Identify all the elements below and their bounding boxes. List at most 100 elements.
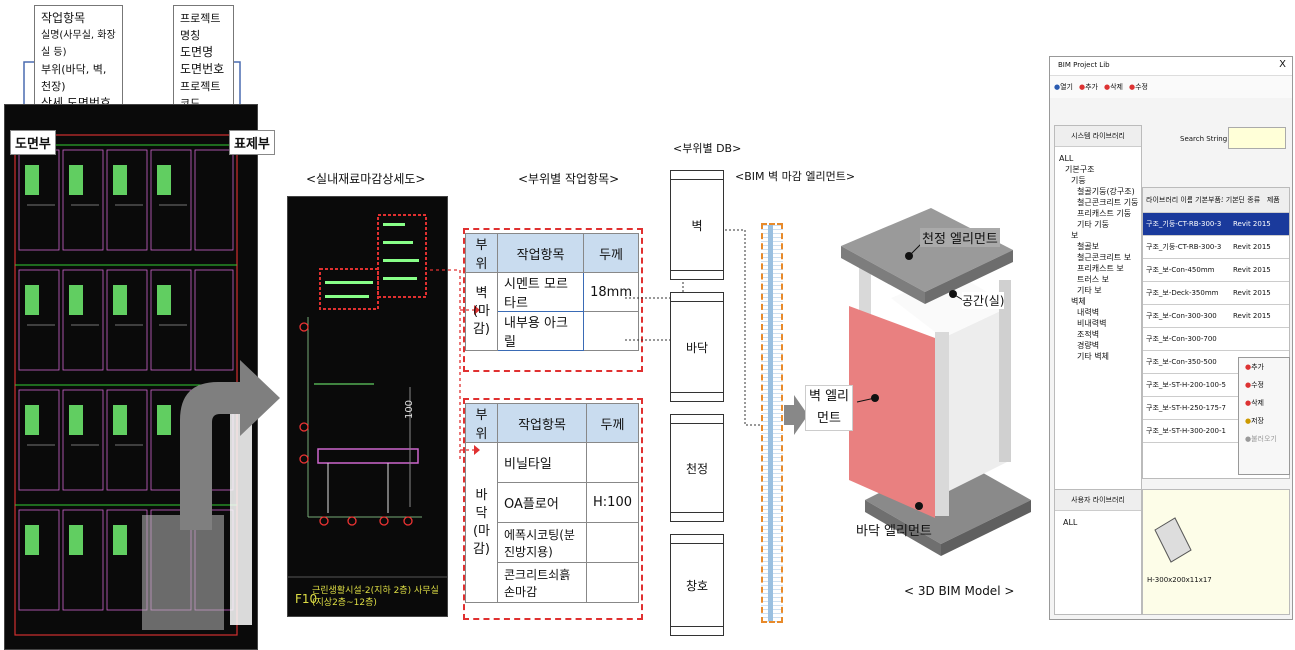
wall-table-item: 내부용 아크릴	[498, 312, 584, 351]
tree-node[interactable]: 보	[1059, 230, 1141, 241]
beam-preview-icon	[1147, 510, 1207, 570]
user-library-header: 사용자 라이브러리	[1055, 490, 1141, 511]
tree-node[interactable]: 조적벽	[1059, 329, 1141, 340]
grid-cell: Revit 2015	[1230, 312, 1273, 320]
grid-col-name[interactable]: 라이브러리 이름	[1143, 195, 1192, 205]
tree-node[interactable]: 기타 벽체	[1059, 351, 1141, 362]
app-window: BIM Project Lib X ●열기 ●추가 ●삭제 ●수정 시스템 라이…	[1049, 56, 1293, 620]
menu-label: 삭제	[1251, 399, 1264, 407]
floor-table-thickness: H:100	[587, 483, 639, 523]
grid-cell: 구조_보-Con-350-500	[1143, 357, 1230, 367]
menu-item-load[interactable]: ●불러오기	[1239, 434, 1289, 452]
search-input[interactable]	[1228, 127, 1286, 149]
tree-node[interactable]: 기타 보	[1059, 285, 1141, 296]
tree-node[interactable]: 비내력벽	[1059, 318, 1141, 329]
grid-cell: Revit 2015	[1230, 266, 1273, 274]
tree-node[interactable]: ALL	[1055, 511, 1141, 528]
floor-table-thickness	[587, 563, 639, 603]
system-library-panel: 시스템 라이브러리 ALL 기본구조 기둥 철골기둥(강구조) 철근콘크리트 기…	[1054, 125, 1142, 545]
app-toolbar: ●열기 ●추가 ●삭제 ●수정	[1050, 76, 1292, 98]
floor-table-header: 작업항목	[498, 404, 587, 443]
wall-table-header: 부위	[466, 234, 498, 273]
grid-header: 라이브러리 이름 기본부품코드 기본단가 종류 제품	[1143, 188, 1289, 213]
grid-col-product[interactable]: 제품	[1264, 195, 1289, 205]
preview-panel: H-300x200x11x17	[1142, 489, 1290, 615]
toolbar-edit[interactable]: ●수정	[1129, 82, 1148, 92]
grid-cell: 구조_보-Deck-350mm	[1143, 288, 1230, 298]
tree-node[interactable]: 내력벽	[1059, 307, 1141, 318]
tree-node[interactable]: 철골보	[1059, 241, 1141, 252]
toolbar-label: 추가	[1085, 83, 1098, 91]
toolbar-label: 열기	[1060, 83, 1073, 91]
grid-cell: Revit 2015	[1230, 243, 1273, 251]
tree-node[interactable]: 기타 기둥	[1059, 219, 1141, 230]
drawing-area-label: 도면부	[10, 130, 56, 155]
toolbar-add[interactable]: ●추가	[1079, 82, 1098, 92]
db-box-floor: 바닥	[670, 292, 724, 402]
model-label-floor: 바닥 엘리먼트	[856, 520, 932, 539]
detail-footer-title: 근린생활시설-2(지하 2층) 사무실(지상2층~12층)	[312, 585, 444, 609]
model-label-ceiling: 천정 엘리먼트	[920, 228, 1000, 247]
floor-table-header: 부위	[466, 404, 498, 443]
flow-arrow-big	[160, 360, 290, 530]
bim-wall-element	[761, 223, 783, 623]
db-box-ceiling: 천정	[670, 414, 724, 522]
tree-node[interactable]: 트러스 보	[1059, 274, 1141, 285]
grid-cell: Revit 2015	[1230, 289, 1273, 297]
app-title: BIM Project Lib	[1058, 61, 1110, 69]
tree-node[interactable]: 프리캐스트 보	[1059, 263, 1141, 274]
wall-table-part: 벽 (마감)	[466, 273, 498, 351]
floor-table-thickness	[587, 443, 639, 483]
tree-node[interactable]: 기둥	[1059, 175, 1141, 186]
table-row[interactable]: 구조_보-Con-300-700	[1143, 328, 1289, 351]
app-titlebar: BIM Project Lib X	[1050, 57, 1292, 76]
bim-element-caption: <BIM 벽 마감 엘리먼트>	[735, 168, 855, 184]
wall-table-header: 작업항목	[498, 234, 584, 273]
model-label-space: 공간(실)	[962, 292, 1004, 309]
grid-col-code[interactable]: 기본부품코드	[1192, 195, 1223, 205]
grid-cell: 구조_기둥-CT-RB-300-3	[1143, 219, 1230, 229]
floor-table-item: 에폭시코팅(분진방지용)	[498, 523, 587, 563]
menu-item-add[interactable]: ●추가	[1239, 362, 1289, 380]
close-button[interactable]: X	[1279, 59, 1286, 70]
floor-table-part: 바닥 (마감)	[466, 443, 498, 603]
tree-node[interactable]: 철골기둥(강구조)	[1059, 186, 1141, 197]
grid-cell: 구조_보-ST-H-250-175-7	[1143, 403, 1230, 413]
title-block-label: 표제부	[229, 130, 275, 155]
grid-col-type[interactable]: 종류	[1244, 195, 1264, 205]
search-label: Search String :	[1180, 135, 1232, 143]
toolbar-label: 수정	[1135, 83, 1148, 91]
tree-node[interactable]: ALL	[1059, 153, 1141, 164]
floor-table-item: 비닐타일	[498, 443, 587, 483]
grid-cell: 구조_기둥-CT-RB-300-3	[1143, 242, 1230, 252]
db-box-window: 창호	[670, 534, 724, 636]
menu-label: 수정	[1251, 381, 1264, 389]
model-caption: < 3D BIM Model >	[904, 584, 1014, 598]
grid-col-price[interactable]: 기본단가	[1223, 195, 1244, 205]
tree-node[interactable]: 벽체	[1059, 296, 1141, 307]
grid-cell: 구조_보-ST-H-200-100-5	[1143, 380, 1230, 390]
db-box-wall: 벽	[670, 170, 724, 280]
toolbar-open[interactable]: ●열기	[1054, 82, 1073, 92]
tree-node[interactable]: 철근콘크리트 보	[1059, 252, 1141, 263]
menu-item-save[interactable]: ●저장	[1239, 416, 1289, 434]
grid-cell: 구조_보-Con-300-300	[1143, 311, 1230, 321]
model-label-wall: 벽 엘리먼트	[805, 385, 853, 431]
items-caption: <부위별 작업항목>	[518, 170, 619, 187]
tree-node[interactable]: 철근콘크리트 기둥	[1059, 197, 1141, 208]
tree-node[interactable]: 경량벽	[1059, 340, 1141, 351]
toolbar-delete[interactable]: ●삭제	[1104, 82, 1123, 92]
menu-item-edit[interactable]: ●수정	[1239, 380, 1289, 398]
grid-cell: 구조_보-Con-450mm	[1143, 265, 1230, 275]
library-tree: ALL 기본구조 기둥 철골기둥(강구조) 철근콘크리트 기둥 프리캐스트 기둥…	[1055, 147, 1141, 362]
detail-drawing: 100 F10 근린생활시설-2(지하 2층) 사무실(지상2층~12층)	[287, 196, 448, 617]
menu-item-delete[interactable]: ●삭제	[1239, 398, 1289, 416]
tree-node[interactable]: 기본구조	[1059, 164, 1141, 175]
user-library-panel: 사용자 라이브러리 ALL	[1054, 489, 1142, 615]
tree-node[interactable]: 프리캐스트 기둥	[1059, 208, 1141, 219]
